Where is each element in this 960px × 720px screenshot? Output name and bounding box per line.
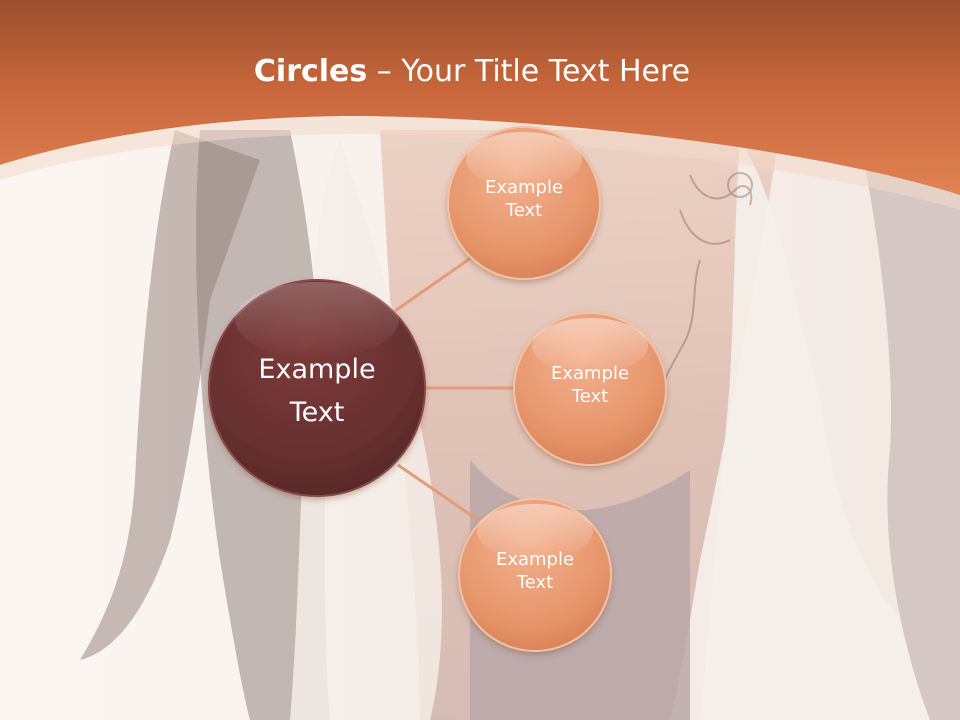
title-rest: Your Title Text Here [401,54,691,89]
connector-line-bottom [397,463,479,522]
connector-line-top [394,253,476,313]
slide-title: Circles – Your Title Text Here [0,54,944,89]
title-bold-part: Circles [253,54,368,89]
title-separator: – [367,54,402,89]
